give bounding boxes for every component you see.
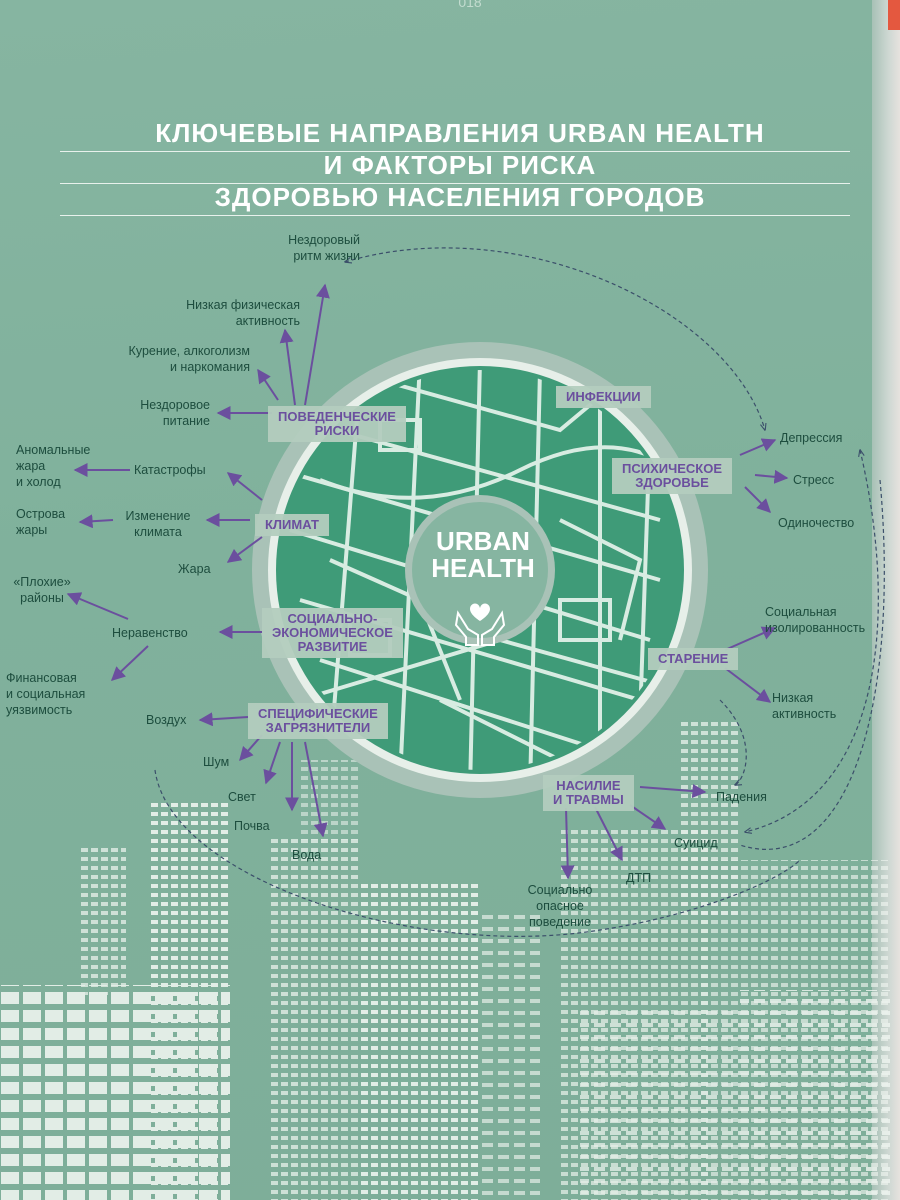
factor-unhealthy-food: Нездоровое питание [140, 398, 210, 428]
title-line-2: И ФАКТОРЫ РИСКА [323, 150, 597, 180]
factor-heat-islands: Острова жары [16, 507, 66, 537]
category-aging: СТАРЕНИЕ [648, 648, 739, 670]
city-skyline [0, 720, 890, 1200]
factor-light: Свет [228, 790, 256, 804]
title-rule [60, 183, 850, 184]
factor-stress: Стресс [793, 473, 835, 487]
factor-catastrophes: Катастрофы [134, 463, 206, 477]
category-climate: КЛИМАТ [255, 514, 329, 536]
factor-low-physical-activity: Низкая физическая активность [186, 298, 300, 328]
factor-unhealthy-rhythm: Нездоровый ритм жизни [288, 233, 360, 263]
factor-smoking-alcohol: Курение, алкоголизм и наркомания [128, 344, 250, 374]
center-title-line-1: URBAN [436, 526, 530, 556]
title-rule [60, 215, 850, 216]
factor-suicide: Суицид [674, 836, 718, 850]
factor-air: Воздух [146, 713, 187, 727]
factor-dangerous-behavior: Социально опасное поведение [527, 883, 593, 929]
factor-climate-change: Изменение климата [125, 509, 191, 539]
page-number: 018 [458, 0, 482, 10]
factor-financial-vulnerability: Финансовая и социальная уязвимость [6, 671, 86, 717]
factor-falls: Падения [716, 790, 767, 804]
category-behavioral-risks: ПОВЕДЕНЧЕСКИЕ РИСКИ [268, 406, 406, 442]
title-line-3: ЗДОРОВЬЮ НАСЕЛЕНИЯ ГОРОДОВ [214, 182, 706, 212]
factor-loneliness: Одиночество [778, 516, 855, 530]
factor-depression: Депрессия [780, 431, 843, 445]
title-line-1: КЛЮЧЕВЫЕ НАПРАВЛЕНИЯ URBAN HEALTH [155, 118, 765, 148]
factor-inequality: Неравенство [112, 626, 188, 640]
bookmark-tab [888, 0, 900, 30]
category-mental-health: ПСИХИЧЕСКОЕ ЗДОРОВЬЕ [612, 458, 733, 494]
factor-social-isolation: Социальная изолированность [765, 605, 866, 635]
category-pollutants: СПЕЦИФИЧЕСКИЕ ЗАГРЯЗНИТЕЛИ [248, 703, 388, 739]
hands-heart-icon [454, 603, 506, 646]
title-rule [60, 151, 850, 152]
factor-heat: Жара [178, 562, 211, 576]
factor-abnormal-heat-cold: Аномальные жара и холод [16, 443, 91, 489]
factor-water: Вода [292, 848, 322, 862]
category-violence-injuries: НАСИЛИЕ И ТРАВМЫ [543, 775, 634, 811]
factor-noise: Шум [203, 755, 230, 769]
category-infections: ИНФЕКЦИИ [556, 386, 651, 408]
center-title-line-2: HEALTH [431, 553, 535, 583]
center-title: URBAN HEALTH [408, 528, 558, 582]
category-socioeconomic: СОЦИАЛЬНО- ЭКОНОМИЧЕСКОЕ РАЗВИТИЕ [262, 608, 403, 658]
factor-road-accidents: ДТП [626, 871, 652, 885]
factor-low-activity: Низкая активность [772, 691, 837, 721]
factor-soil: Почва [234, 819, 270, 833]
factor-bad-districts: «Плохие» районы [13, 575, 71, 605]
